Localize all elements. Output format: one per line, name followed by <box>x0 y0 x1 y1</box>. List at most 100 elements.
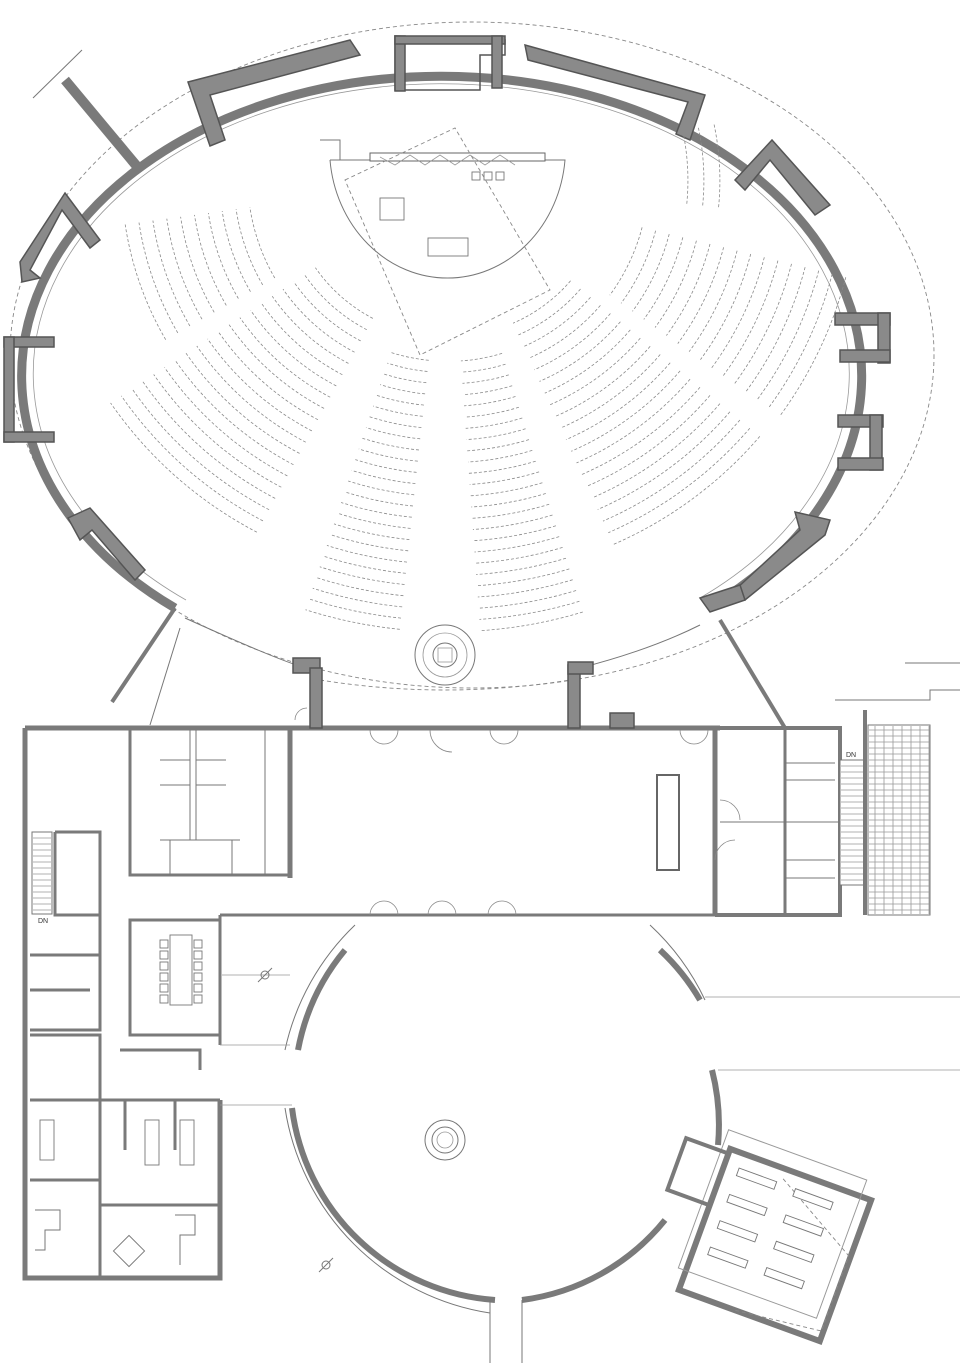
restrooms-west <box>160 730 266 875</box>
pew <box>688 250 738 352</box>
pew <box>464 406 520 418</box>
pew <box>472 503 550 519</box>
pew <box>312 587 403 608</box>
pew-rows <box>110 124 847 632</box>
pew <box>153 374 282 488</box>
pew <box>461 363 506 373</box>
office-desk-4 <box>35 1209 61 1251</box>
pew <box>271 295 349 364</box>
pew <box>337 512 411 529</box>
pew <box>369 416 422 428</box>
pew <box>745 267 806 393</box>
pew <box>261 303 343 376</box>
pew <box>476 568 570 587</box>
pew <box>602 419 741 522</box>
pew <box>365 427 421 440</box>
pew <box>228 324 325 409</box>
rotunda <box>220 924 960 1363</box>
chair-b <box>483 171 493 181</box>
pew <box>308 598 402 619</box>
pew <box>581 386 701 475</box>
pew <box>576 378 691 464</box>
pew <box>250 310 337 387</box>
pew <box>586 395 711 487</box>
site-light-2 <box>318 1257 334 1273</box>
pew <box>390 352 429 361</box>
pew <box>472 514 553 530</box>
office-desk-3 <box>179 1119 195 1166</box>
sanctuary-south-dashed <box>319 679 571 691</box>
east-wing: DN <box>714 662 960 917</box>
pew <box>249 207 276 279</box>
chair-a <box>471 171 481 181</box>
pew <box>734 263 792 385</box>
pew <box>207 338 313 432</box>
pew <box>571 370 681 452</box>
pew <box>471 493 546 508</box>
conference-table <box>159 934 203 1006</box>
pew <box>208 212 239 299</box>
pew <box>475 547 563 564</box>
pew <box>166 218 203 320</box>
pew <box>523 296 591 347</box>
chancel-platform <box>329 159 566 279</box>
pew <box>185 352 300 454</box>
pew <box>462 374 509 384</box>
pew <box>549 337 641 406</box>
pew <box>351 469 416 484</box>
pew <box>609 227 643 296</box>
pew <box>528 305 601 359</box>
pew <box>142 381 276 499</box>
sanctuary-south-glass-east <box>579 624 701 669</box>
west-office-walls <box>30 830 222 1278</box>
pew <box>463 385 513 395</box>
pew <box>196 345 306 443</box>
pew <box>380 384 426 395</box>
baptismal-font <box>414 624 476 686</box>
pew <box>465 417 523 429</box>
pew <box>466 428 526 440</box>
pew <box>478 590 577 609</box>
pew <box>722 260 779 377</box>
pew <box>700 253 752 360</box>
pew <box>565 362 671 440</box>
pew <box>355 459 417 473</box>
pew <box>666 243 711 336</box>
pew <box>518 288 581 336</box>
pew <box>180 216 215 313</box>
choir-truss <box>379 154 516 166</box>
lobby-counter <box>656 774 680 871</box>
pew <box>480 611 583 632</box>
pew <box>756 270 820 401</box>
pew <box>779 277 847 417</box>
pew <box>340 502 412 518</box>
lounge-table <box>112 1234 146 1268</box>
pew <box>654 240 697 328</box>
communion-table <box>427 237 469 257</box>
pew <box>110 402 258 533</box>
pew <box>620 230 656 304</box>
pew <box>362 437 420 451</box>
pew <box>348 480 415 496</box>
office-desk-2 <box>144 1119 160 1166</box>
pew <box>293 281 361 342</box>
pew <box>387 362 428 372</box>
pew <box>512 280 571 324</box>
pew <box>473 525 557 542</box>
chancel-rail <box>320 139 341 160</box>
pew <box>174 360 294 466</box>
pew <box>544 329 631 394</box>
office-desk-5 <box>175 1214 196 1265</box>
pew <box>597 411 731 510</box>
pew <box>316 577 404 597</box>
pew <box>358 448 418 462</box>
pew <box>121 395 264 522</box>
chapel <box>664 1129 875 1345</box>
pew <box>539 321 621 382</box>
sanctuary-perimeter-wall <box>17 71 867 612</box>
pew <box>282 288 355 353</box>
pew <box>470 482 543 497</box>
pew <box>613 436 761 545</box>
pew <box>304 274 367 331</box>
pew <box>138 222 179 334</box>
